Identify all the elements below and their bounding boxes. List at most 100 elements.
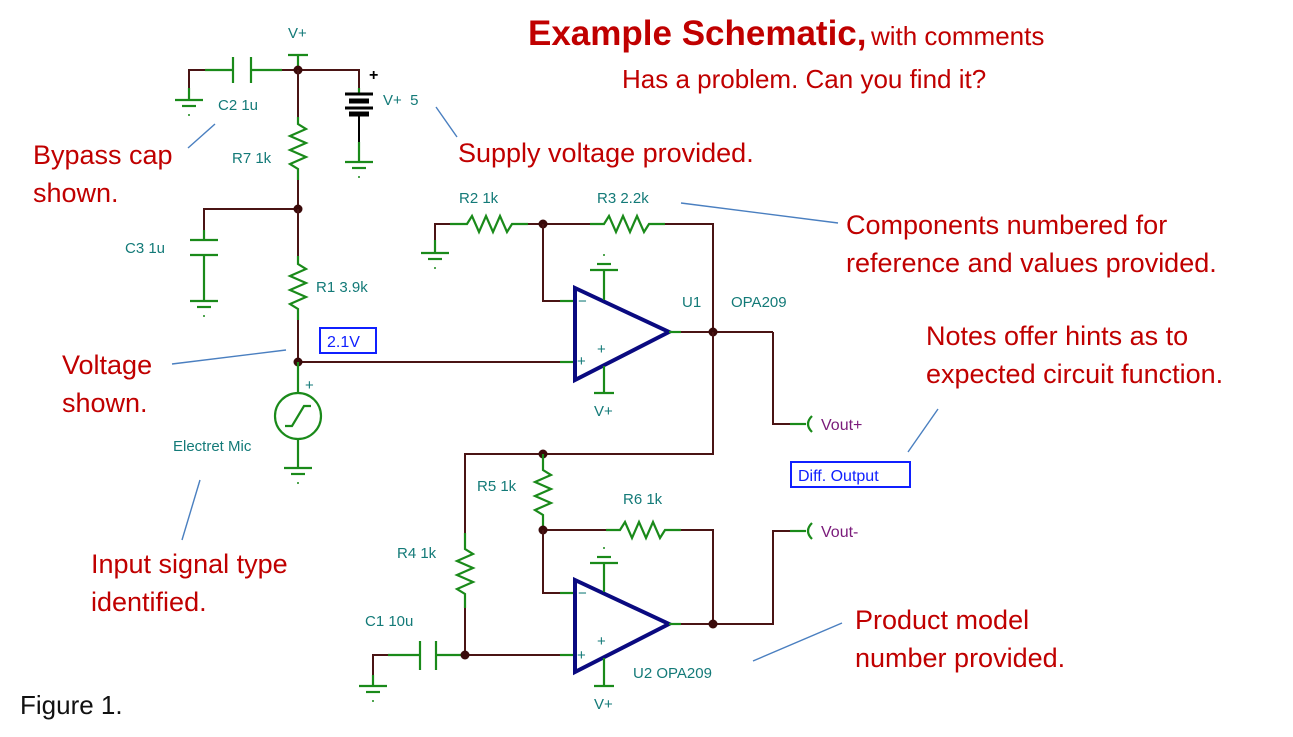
wire: [772, 332, 790, 425]
annotation-line: Input signal type: [91, 549, 288, 579]
r6-label: R6 1k: [623, 491, 663, 508]
annotation-line: shown.: [62, 388, 148, 418]
annotation-voltage: Voltage shown.: [62, 346, 152, 422]
u2-label: U2 OPA209: [633, 665, 712, 682]
wire: [542, 224, 560, 302]
junction-dot: [708, 619, 718, 629]
u2-section: R5 1k R6 1k R4 1k C1 10u: [359, 332, 858, 713]
annotation-line: shown.: [33, 178, 119, 208]
r1-resistor: [287, 256, 309, 320]
title-main: Example Schematic,: [528, 14, 867, 53]
c1-label: C1 10u: [365, 613, 413, 630]
annotation-bypass: Bypass cap shown.: [33, 136, 173, 212]
u1-minus: −: [578, 293, 587, 310]
annotation-line: Voltage: [62, 350, 153, 380]
ground-icon: [421, 240, 449, 269]
mic-plus: +: [305, 377, 314, 394]
r4-label: R4 1k: [397, 545, 437, 562]
r5-label: R5 1k: [477, 478, 517, 495]
c2-label: C2 1u: [218, 97, 258, 114]
leader-product: [752, 622, 843, 662]
ground-icon: [590, 547, 618, 565]
r2-label: R2 1k: [459, 190, 499, 207]
u1-section: R2 1k R3 2.2k − + + V+: [421, 190, 911, 488]
wire: [372, 654, 388, 680]
u2-minus: −: [578, 585, 587, 602]
annotation-product: Product model number provided.: [855, 601, 1065, 677]
wire: [282, 69, 360, 92]
r7-resistor: [287, 117, 309, 180]
vplus-label: V+: [288, 25, 307, 42]
r7-label: R7 1k: [232, 150, 272, 167]
r4-resistor: [454, 533, 476, 608]
voltage-probe-value: 2.1V: [327, 334, 360, 351]
wire: [681, 530, 790, 625]
annotation-line: Notes offer hints as to: [926, 321, 1189, 351]
wire: [542, 530, 560, 594]
u1-plus: +: [577, 353, 586, 370]
figure-caption: Figure 1.: [20, 690, 123, 720]
annotation-input: Input signal type identified.: [91, 545, 288, 621]
ground-icon: [284, 466, 312, 484]
wire: [665, 223, 714, 452]
r3-label: R3 2.2k: [597, 190, 649, 207]
wire: [434, 223, 450, 248]
title-suffix: with comments: [870, 21, 1045, 51]
supply-section: V+ C2 1u: [125, 25, 560, 484]
annotation-line: Product model: [855, 605, 1030, 635]
annotation-line: Bypass cap: [33, 140, 173, 170]
leader-voltage: [171, 349, 287, 365]
mic-label: Electret Mic: [173, 438, 252, 455]
leader-components: [680, 202, 839, 224]
annotation-notes: Notes offer hints as to expected circuit…: [926, 317, 1223, 393]
annotation-line: reference and values provided.: [846, 248, 1217, 278]
vout-minus-connector-icon: [806, 522, 813, 540]
vout-minus-label: Vout-: [821, 524, 858, 541]
vout-plus-label: Vout+: [821, 417, 862, 434]
wire: [188, 69, 205, 92]
title: Example Schematic, with comments: [528, 14, 1044, 54]
annotation-components: Components numbered for reference and va…: [846, 206, 1217, 282]
u1-opamp: [573, 284, 674, 384]
diff-output-note-box: [790, 461, 911, 488]
leader-input: [181, 479, 201, 541]
wire: [203, 208, 298, 230]
subtitle: Has a problem. Can you find it?: [622, 64, 987, 94]
battery-plus: +: [369, 67, 378, 84]
ground-icon: [345, 160, 373, 178]
ground-icon: [359, 675, 387, 702]
c3-label: C3 1u: [125, 240, 165, 257]
u1-pwr-plus: +: [597, 341, 606, 358]
annotation-line: number provided.: [855, 643, 1066, 673]
diff-output-note: Diff. Output: [798, 468, 879, 485]
leader-bypass: [187, 123, 216, 149]
ground-icon: [175, 98, 203, 116]
leader-lines: [171, 106, 939, 662]
r3-resistor: [590, 213, 665, 235]
leader-supply: [435, 106, 458, 138]
vout-plus-connector-icon: [806, 415, 813, 433]
leader-notes: [907, 408, 939, 453]
u2-opamp: [573, 576, 674, 676]
u2-plus: +: [577, 647, 586, 664]
u2-pwr-plus: +: [597, 633, 606, 650]
annotation-line: identified.: [91, 587, 207, 617]
r2-resistor: [450, 213, 528, 235]
ground-icon: [190, 299, 218, 317]
mic-source-icon: [273, 391, 323, 441]
annotation-line: Components numbered for: [846, 210, 1168, 240]
r1-label: R1 3.9k: [316, 279, 368, 296]
wire: [681, 529, 714, 623]
r5-resistor: [532, 454, 554, 530]
annotation-line: expected circuit function.: [926, 359, 1224, 389]
junction-dot: [460, 650, 470, 660]
annotation-supply: Supply voltage provided.: [458, 138, 754, 168]
u1-model: OPA209: [731, 294, 787, 311]
battery-icon: [345, 88, 373, 162]
u2-supply-label: V+: [594, 696, 613, 713]
u1-ref: U1: [682, 294, 701, 311]
voltage-probe-box: [319, 327, 377, 354]
r6-resistor: [606, 519, 681, 541]
